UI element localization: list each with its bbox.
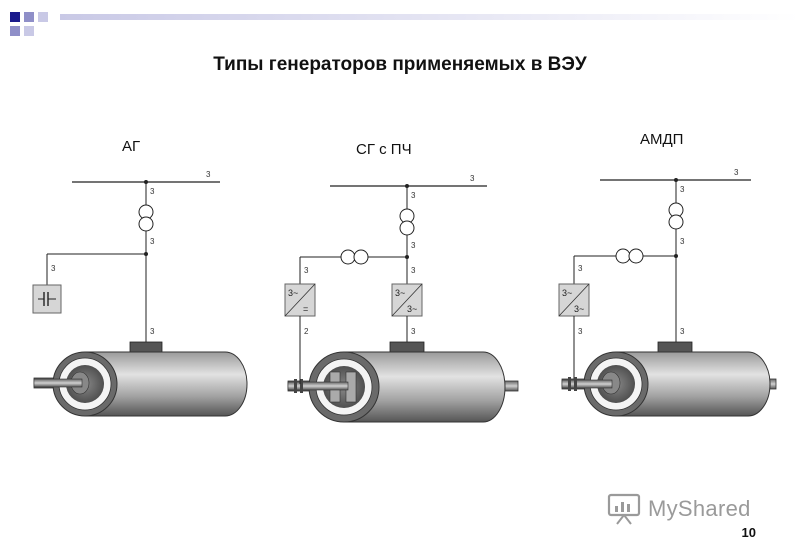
wire-mark: 3 — [411, 327, 416, 336]
page-number: 10 — [741, 525, 756, 540]
wire-mark: 3 — [51, 264, 56, 273]
wire-mark: 3 — [150, 237, 155, 246]
wire-mark: 3 — [680, 185, 685, 194]
wire-mark: 3 — [734, 168, 739, 177]
converter-mark: = — [303, 304, 308, 314]
wire-mark: 3 — [411, 241, 416, 250]
wire-mark: 3 — [150, 327, 155, 336]
wire-mark: 3 — [150, 187, 155, 196]
diagram-label-amdp: АМДП — [640, 131, 684, 148]
converter-mark: 3~ — [395, 288, 405, 298]
transformer-icon — [668, 202, 684, 230]
presentation-board-icon — [607, 493, 641, 525]
wire-mark: 3 — [680, 327, 685, 336]
watermark: MyShared — [606, 492, 766, 526]
wire-mark: 3 — [206, 170, 211, 179]
wire-mark: 3 — [411, 191, 416, 200]
wire-mark: 2 — [304, 327, 309, 336]
converter-mark: 3~ — [288, 288, 298, 298]
diagram-amdp: 3 3 3 3 3~ 3~ 3 3 — [558, 168, 777, 417]
watermark-text: MyShared — [648, 496, 751, 521]
converter-mark: 3~ — [407, 304, 417, 314]
frequency-converter-icon: 3~ 3~ — [558, 283, 590, 317]
converter-mark: 3~ — [574, 304, 584, 314]
frequency-converter-icon: 3~ 3~ — [391, 283, 423, 317]
diagram-label-sg: СГ с ПЧ — [356, 141, 412, 158]
wire-mark: 3 — [411, 266, 416, 275]
wire-mark: 3 — [578, 327, 583, 336]
transformer-icon — [399, 208, 415, 236]
wire-mark: 3 — [680, 237, 685, 246]
generator-motor-icon — [561, 341, 777, 417]
wire-mark: 3 — [304, 266, 309, 275]
capacitor-bank-icon — [32, 284, 62, 314]
generator-motor-icon — [287, 341, 519, 423]
transformer-icon — [615, 248, 644, 264]
diagram-sg: 3 3 3 3 3~ = 2 3 3~ — [284, 174, 519, 423]
generator-motor-icon — [33, 341, 248, 417]
wire-mark: 3 — [470, 174, 475, 183]
wire-mark: 3 — [578, 264, 583, 273]
transformer-icon — [340, 249, 369, 265]
transformer-icon — [138, 204, 154, 232]
converter-mark: 3~ — [562, 288, 572, 298]
slide-title: Типы генераторов применяемых в ВЭУ — [213, 54, 587, 75]
corner-decoration — [10, 12, 800, 36]
diagram-ag: 3 3 3 3 3 — [32, 170, 248, 417]
diagram-label-ag: АГ — [122, 138, 141, 155]
rectifier-converter-icon: 3~ = — [284, 283, 316, 317]
